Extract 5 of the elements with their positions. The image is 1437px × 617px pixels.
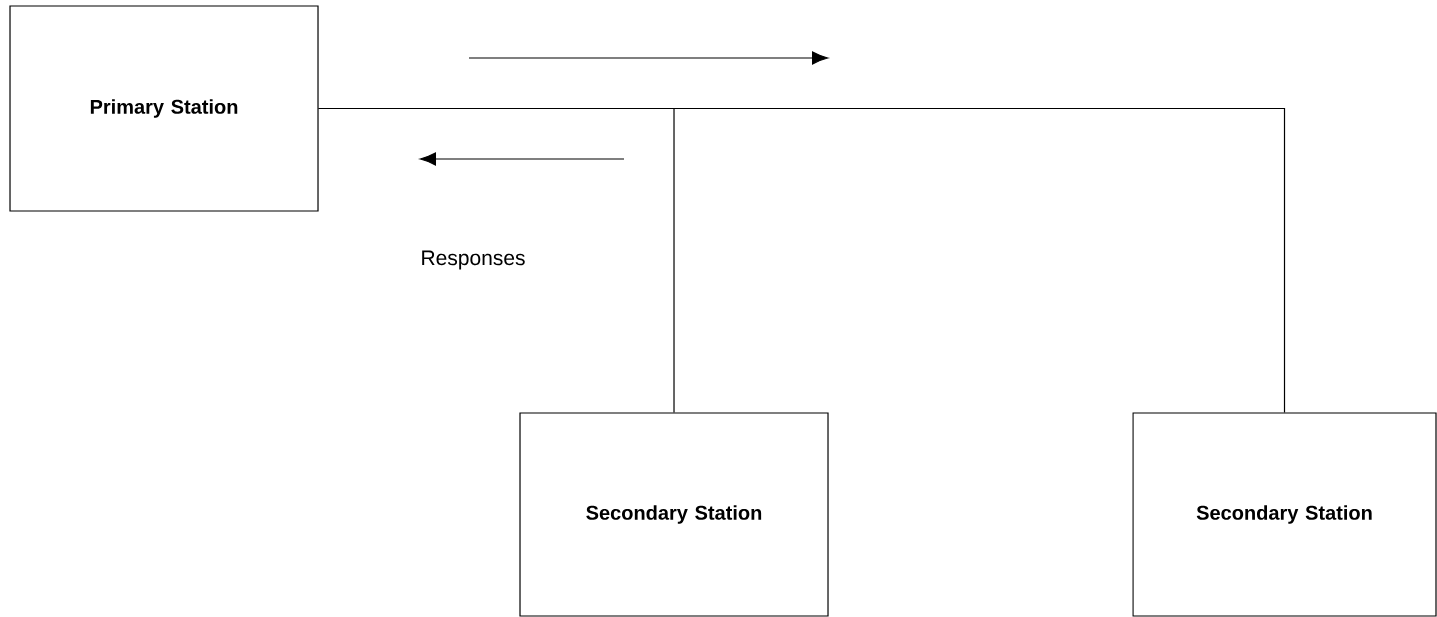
station-box: Secondary Station [519,412,829,617]
station-box: Primary Station [9,5,319,212]
flow-label: Responses [422,250,525,270]
station-box: Secondary Station [1132,412,1437,617]
connector-line [318,107,1286,413]
